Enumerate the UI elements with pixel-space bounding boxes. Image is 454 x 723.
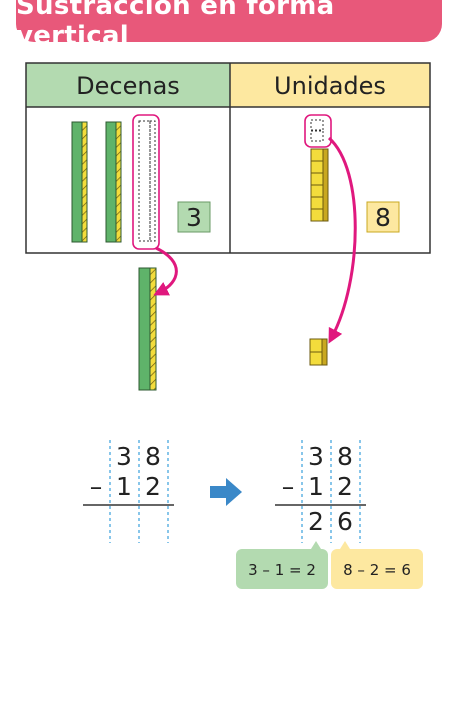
digit-top-tens: 3 [308, 442, 324, 471]
title-banner: Sustracción en forma vertical [16, 0, 442, 51]
digit-top-tens: 3 [116, 442, 132, 471]
tens-rod [105, 121, 122, 243]
units-hint: 8 – 2 = 6 [343, 561, 411, 579]
minus-sign: – [90, 472, 103, 501]
moved-unit-cubes [309, 338, 328, 366]
digit-top-units: 8 [145, 442, 161, 471]
units-hint-bubble: 8 – 2 = 6 [331, 541, 423, 589]
digit-result-units: 6 [337, 507, 353, 536]
subtraction-right: 3 8 – 1 2 2 6 [275, 440, 366, 543]
units-header-bg [230, 63, 430, 107]
tens-header: Decenas [76, 72, 180, 100]
tens-count: 3 [186, 203, 202, 232]
units-move-arrow [327, 136, 357, 344]
tens-hint: 3 – 1 = 2 [248, 561, 316, 579]
digit-top-units: 8 [337, 442, 353, 471]
removed-tens-rod [132, 114, 160, 250]
tens-header-bg [26, 63, 230, 107]
removed-unit-cubes [304, 114, 332, 148]
units-header: Unidades [274, 72, 386, 100]
digit-bottom-tens: 1 [308, 472, 324, 501]
digit-bottom-units: 2 [337, 472, 353, 501]
units-count-box: 8 [366, 201, 400, 233]
table-border [25, 62, 431, 254]
place-value-table: Decenas Unidades 3 [25, 62, 431, 254]
moved-tens-rod [138, 267, 157, 391]
minus-sign: – [282, 472, 295, 501]
right-arrow-icon [210, 478, 242, 506]
subtraction-left: 3 8 – 1 2 [83, 440, 174, 543]
digit-bottom-tens: 1 [116, 472, 132, 501]
tens-rod [71, 121, 88, 243]
tens-count-box: 3 [177, 201, 211, 233]
unit-cubes-stack [310, 148, 329, 222]
digit-bottom-units: 2 [145, 472, 161, 501]
digit-result-tens: 2 [308, 507, 324, 536]
tens-hint-bubble: 3 – 1 = 2 [236, 541, 328, 589]
tens-move-arrow [153, 246, 178, 296]
page-title: Sustracción en forma vertical [16, 0, 335, 51]
units-count: 8 [375, 203, 391, 232]
